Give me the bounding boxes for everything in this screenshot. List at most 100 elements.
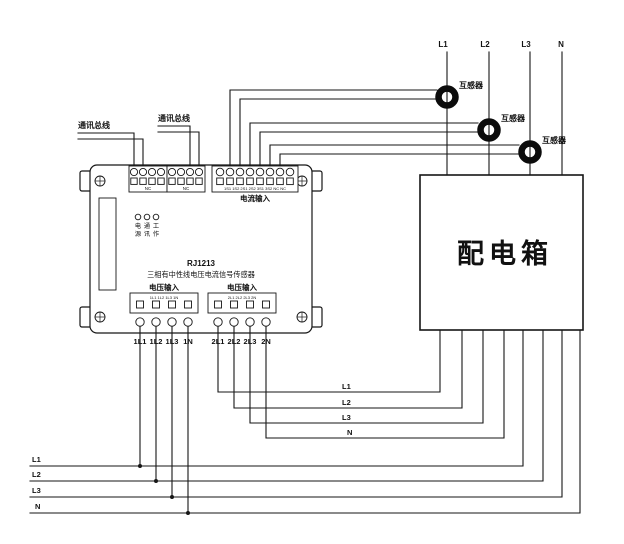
device-name: 三相有中性线电压电流信号传感器	[147, 270, 255, 279]
terminal-slot	[195, 177, 203, 185]
terminal-slot	[186, 177, 194, 185]
terminal-slot	[130, 177, 138, 185]
junction-dot	[154, 479, 158, 483]
distribution-box: 配电箱	[419, 174, 584, 331]
ct-secondary-wires	[229, 89, 520, 171]
sensor-device-chassis	[79, 164, 323, 334]
comm-bus2-label: 通讯总线	[158, 113, 190, 123]
mid-wire-l1	[217, 321, 441, 393]
comm-bus1-wire-b	[77, 138, 144, 171]
bottom-label-l3: L3	[32, 486, 41, 495]
led-char: 工	[153, 223, 159, 230]
terminal-screw	[183, 317, 193, 327]
terminal-slot	[157, 177, 165, 185]
ct2-wire-s2	[259, 131, 478, 171]
current-input-terminal-block: 1S1 1S2 2S1 2S2 3S1 3S2 NC NC 电流输入	[211, 165, 299, 203]
terminal-screw	[151, 317, 161, 327]
terminal-screw	[176, 167, 186, 177]
led-char: 讯	[144, 230, 150, 238]
terminal-screw	[255, 167, 265, 177]
ct2-ring	[477, 118, 501, 142]
terminal-label-1l2: 1L2	[150, 337, 163, 346]
terminal-screw	[225, 167, 235, 177]
voltage-codes-right: 2L1 2L2 2L3 2N	[228, 295, 257, 300]
bottom-wire-l2	[29, 329, 544, 482]
junction-dot	[170, 495, 174, 499]
led-indicators: 电 通 工 源 讯 作	[134, 213, 160, 238]
led-char: 通	[144, 222, 150, 230]
side-slot	[98, 197, 117, 291]
terminal-slot	[226, 177, 234, 186]
bottom-wire-l1	[29, 329, 524, 467]
voltage-wires-middle: L1 L2 L3 N	[217, 321, 505, 439]
voltage-terminal-block-left: 电压输入 1L1 1L2 1L3 1N 1L1 1L2 1L3 1N	[129, 282, 199, 346]
comm-led	[143, 213, 151, 221]
terminal-label-2n: 2N	[261, 337, 271, 346]
mid-label-n: N	[347, 428, 352, 437]
voltage-input-label-left: 电压输入	[149, 282, 179, 292]
terminal-slot	[214, 300, 222, 309]
terminal-screw	[265, 167, 275, 177]
voltage-wires-bottom: L1 L2 L3 N	[29, 321, 581, 515]
terminal-screw	[245, 167, 255, 177]
device-model: RJ1213	[187, 259, 216, 268]
feeder-label-l2: L2	[480, 40, 490, 49]
terminal-screw	[215, 167, 225, 177]
top-feeder-lines: L1 L2 L3 N	[438, 40, 564, 176]
terminal-screw	[129, 167, 139, 177]
terminal-slot	[148, 177, 156, 185]
current-input-codes: 1S1 1S2 2S1 2S2 3S1 3S2 NC NC	[224, 186, 286, 191]
bottom-wire-n	[29, 329, 581, 514]
led-char: 电	[135, 222, 141, 230]
terminal-screw	[138, 167, 148, 177]
terminal-screw	[275, 167, 285, 177]
device-nameplate: RJ1213 三相有中性线电压电流信号传感器	[147, 259, 255, 279]
ct1-wire-s1	[229, 89, 438, 171]
terminal-screw	[213, 317, 223, 327]
terminal-slot	[256, 177, 264, 186]
voltage-terminal-block-right: 电压输入 2L1 2L2 2L3 2N 2L1 2L2 2L3 2N	[207, 282, 277, 346]
terminal-slot	[152, 300, 160, 309]
ct3-label: 互感器	[542, 135, 567, 145]
voltage-codes-left: 1L1 1L2 1L3 1N	[150, 295, 179, 300]
comm-block2-code: NC	[183, 186, 190, 191]
feeder-label-n: N	[558, 40, 564, 49]
mid-wire-n	[265, 321, 505, 439]
terminal-label-1l1: 1L1	[134, 337, 147, 346]
terminal-screw	[235, 167, 245, 177]
ct3-wire-s2	[279, 153, 519, 171]
terminal-screw	[167, 167, 177, 177]
mid-wire-l3	[249, 321, 484, 424]
ct3-wire-s1	[269, 144, 520, 171]
terminal-slot	[266, 177, 274, 186]
corner-screws	[94, 175, 308, 323]
terminal-slot	[139, 177, 147, 185]
terminal-screw	[229, 317, 239, 327]
terminal-label-1l3: 1L3	[166, 337, 179, 346]
mid-label-l2: L2	[342, 398, 351, 407]
terminal-slot	[168, 300, 176, 309]
bottom-label-l2: L2	[32, 470, 41, 479]
comm-bus-wires: 通讯总线 通讯总线	[77, 113, 200, 171]
comm-terminal-block-2: NC	[166, 165, 206, 193]
current-transformers: 互感器 互感器 互感器	[435, 80, 567, 164]
comm-bus2-wire-a	[157, 125, 191, 171]
terminal-slot	[286, 177, 294, 186]
voltage-input-label-right: 电压输入	[227, 282, 257, 292]
ct1-ring	[435, 85, 459, 109]
terminal-label-1n: 1N	[183, 337, 193, 346]
comm-bus1-label: 通讯总线	[78, 120, 110, 130]
terminal-label-2l3: 2L3	[244, 337, 257, 346]
terminal-slot	[184, 300, 192, 309]
junction-dot	[186, 511, 190, 515]
terminal-screw	[245, 317, 255, 327]
terminal-screw	[147, 167, 157, 177]
terminal-slot	[216, 177, 224, 186]
junction-dot	[138, 464, 142, 468]
current-input-label: 电流输入	[240, 193, 270, 203]
ct2-label: 互感器	[501, 113, 526, 123]
bottom-label-n: N	[35, 502, 40, 511]
terminal-screw	[261, 317, 271, 327]
terminal-slot	[262, 300, 270, 309]
